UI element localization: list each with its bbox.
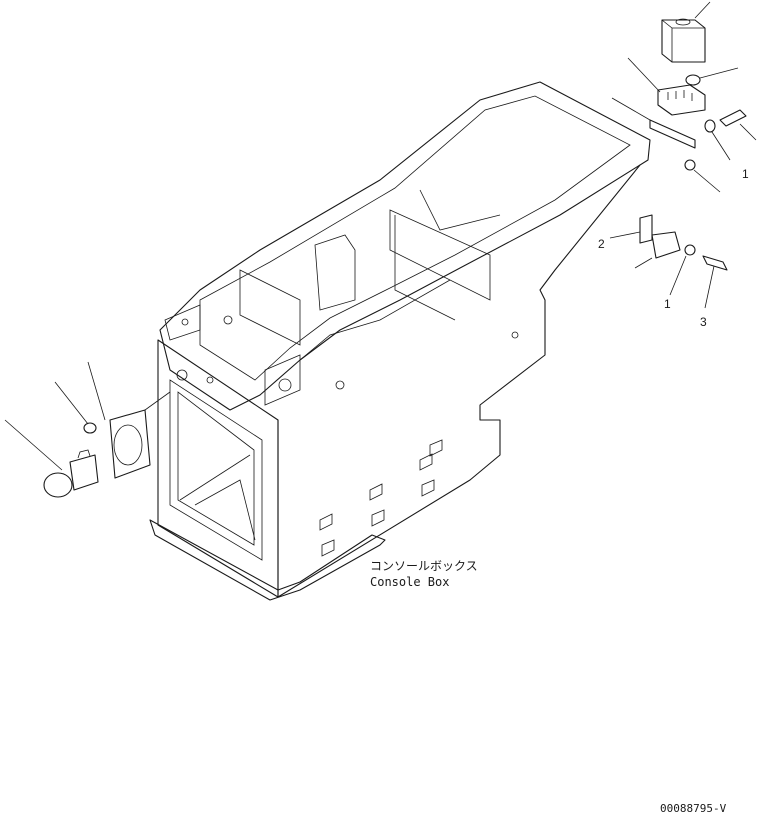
- console-box[interactable]: [149, 81, 651, 601]
- callout-3: 3: [700, 315, 707, 329]
- switch-knob[interactable]: [4, 419, 99, 498]
- bolt[interactable]: [702, 255, 728, 309]
- callout-1-top: 1: [742, 167, 749, 181]
- callout-2: 2: [598, 237, 605, 251]
- nut[interactable]: [685, 67, 739, 86]
- screw[interactable]: [54, 381, 97, 434]
- bracket-plate[interactable]: [87, 361, 151, 479]
- side-relay[interactable]: [609, 214, 681, 269]
- leader-line: [144, 391, 171, 411]
- washer[interactable]: [669, 244, 696, 296]
- console-box-label-en: Console Box: [370, 575, 449, 589]
- callout-1-side: 1: [664, 297, 671, 311]
- washer-bolt-right[interactable]: [704, 109, 757, 161]
- console-box-label-jp: コンソールボックス: [370, 559, 478, 573]
- drawing-number: 00088795-V: [660, 802, 727, 815]
- relay-block[interactable]: [661, 1, 711, 63]
- small-bolt[interactable]: [684, 159, 721, 193]
- mounting-bracket[interactable]: [611, 97, 696, 149]
- terminal-block[interactable]: [627, 57, 706, 116]
